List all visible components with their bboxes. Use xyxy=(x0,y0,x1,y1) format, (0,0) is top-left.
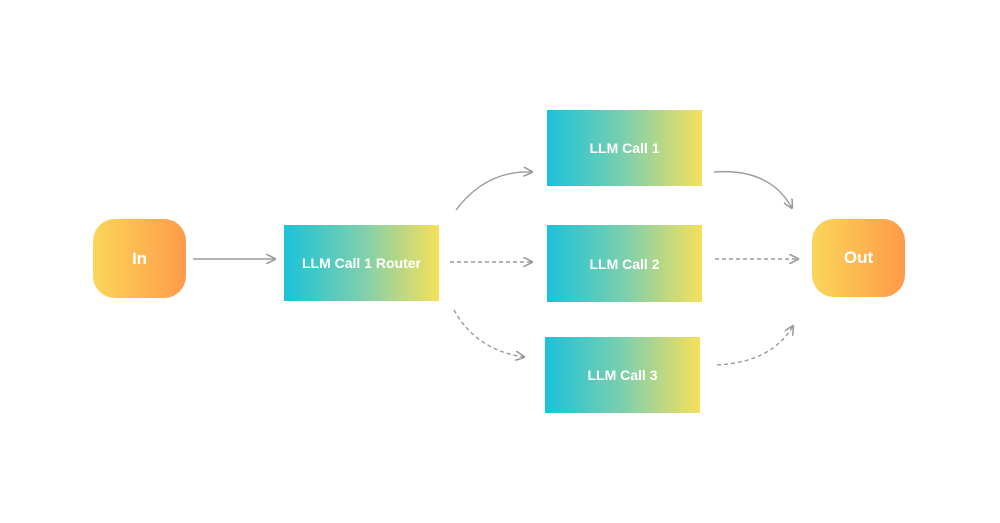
llm-call-3-label: LLM Call 3 xyxy=(587,367,658,383)
edge-call3-to-out xyxy=(716,326,793,366)
output-node-label: Out xyxy=(843,248,874,267)
router-node-label: LLM Call 1 Router xyxy=(301,255,421,271)
input-node: In xyxy=(93,219,186,298)
output-node: Out xyxy=(812,219,905,297)
router-node: LLM Call 1 Router xyxy=(284,225,439,301)
input-node-label: In xyxy=(131,248,148,268)
edge-call1-to-out xyxy=(713,170,792,208)
edge-router-to-call3 xyxy=(453,309,524,357)
edge-router-to-call1 xyxy=(455,172,532,211)
llm-call-1-node: LLM Call 1 xyxy=(547,110,702,186)
llm-call-3-node: LLM Call 3 xyxy=(545,337,700,413)
llm-call-1-label: LLM Call 1 xyxy=(589,140,660,156)
llm-call-2-node: LLM Call 2 xyxy=(547,225,702,302)
llm-call-2-label: LLM Call 2 xyxy=(589,255,660,272)
